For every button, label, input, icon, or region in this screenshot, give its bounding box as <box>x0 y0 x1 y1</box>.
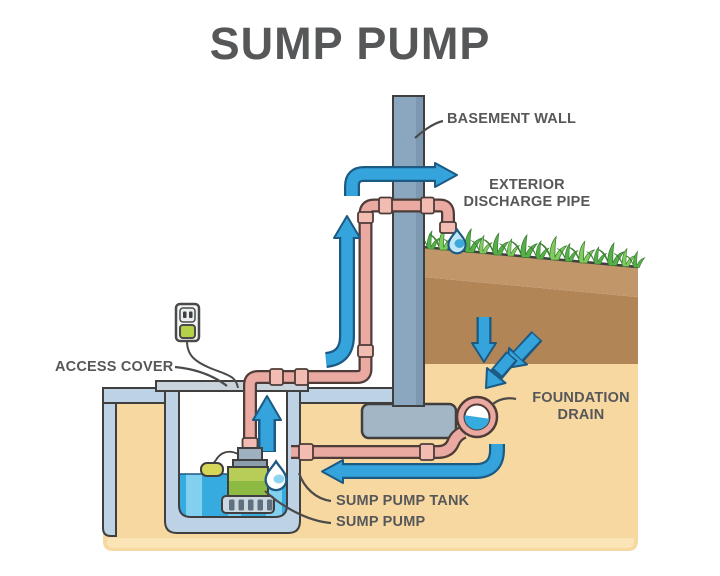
access-cover-shape <box>155 380 309 392</box>
flow-arrow-tank-up <box>252 395 282 452</box>
label-exterior-discharge-pipe: EXTERIOR DISCHARGE PIPE <box>447 177 607 211</box>
foundation-footing <box>360 402 458 440</box>
label-sump-pump: SUMP PUMP <box>336 514 426 530</box>
leader-foundation-drain <box>491 397 517 406</box>
power-cord <box>186 340 239 389</box>
label-foundation-line2: DRAIN <box>557 407 605 423</box>
foundation-drain-shape <box>455 395 499 439</box>
label-sump-pump-tank: SUMP PUMP TANK <box>336 493 470 509</box>
pump-base <box>221 495 275 514</box>
water-drop-icon <box>264 460 288 492</box>
label-foundation-line1: FOUNDATION <box>532 390 630 406</box>
label-exterior-line1: EXTERIOR <box>489 177 565 193</box>
pump-body <box>227 466 269 498</box>
sump-pump-unit <box>200 447 275 514</box>
discharge-pipe <box>241 196 457 450</box>
flow-arrow-soil-3 <box>485 351 518 389</box>
label-basement-wall: BASEMENT WALL <box>447 111 577 127</box>
leader-sump-pump-tank <box>297 472 332 503</box>
flow-arrow-through-wall <box>344 162 458 196</box>
leader-basement-wall <box>414 119 444 139</box>
label-access-cover: ACCESS COVER <box>55 359 174 375</box>
soil-layers <box>422 245 639 404</box>
drain-pipe <box>291 425 467 461</box>
flow-arrow-soil-1 <box>471 317 497 363</box>
label-foundation-drain: FOUNDATION DRAIN <box>518 390 644 424</box>
leader-lines <box>174 119 517 525</box>
basement-wall-shape <box>392 95 425 407</box>
leader-access-cover <box>174 365 228 387</box>
label-exterior-line2: DISCHARGE PIPE <box>463 194 591 210</box>
leader-sump-pump <box>264 490 332 525</box>
water-drop-outlet-icon <box>447 228 467 255</box>
flow-arrow-drain-to-tank <box>321 444 505 484</box>
flow-arrow-riser <box>324 215 361 368</box>
page-title: SUMP PUMP <box>209 18 491 69</box>
power-outlet-icon <box>174 302 239 389</box>
water-flow-arrows <box>252 162 543 484</box>
float-switch <box>200 462 224 477</box>
